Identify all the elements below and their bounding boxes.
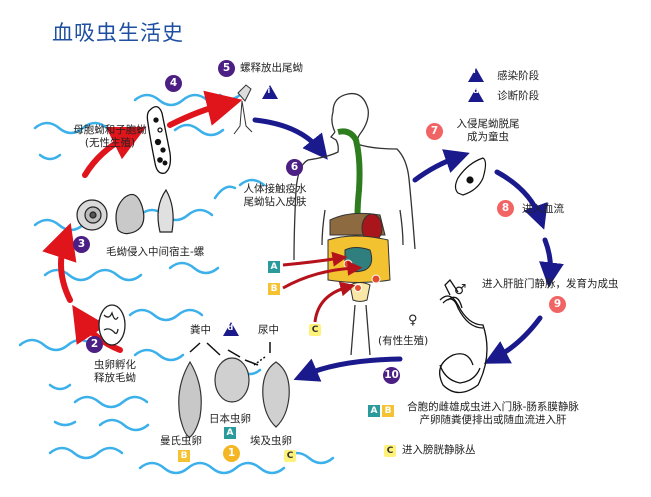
step-6-label-line-2: 尾蚴钻入皮肤 bbox=[243, 196, 307, 208]
hatching-egg-illustration bbox=[98, 304, 126, 346]
arrow-miracidium-to-snail bbox=[42, 222, 77, 303]
arrow-human-to-schistosomulum bbox=[412, 149, 470, 183]
mansoni-egg bbox=[178, 360, 202, 438]
japonicum-egg-label: 日本虫卵 bbox=[209, 413, 251, 425]
diagnostic-marker-symbol: d bbox=[227, 323, 234, 332]
digestive-system-illustration bbox=[327, 128, 391, 302]
japonicum-tag: A bbox=[224, 427, 236, 439]
step-2-badge: 2 bbox=[86, 336, 103, 353]
human-body-illustration bbox=[293, 92, 416, 356]
haematobium-egg-label: 埃及虫卵 bbox=[250, 435, 292, 447]
legend-diagnostic: d 诊断阶段 bbox=[468, 84, 539, 103]
step-2-label-line-2: 释放毛蚴 bbox=[94, 372, 136, 384]
haematobium-egg bbox=[262, 361, 290, 428]
arrow-cercaria-to-human bbox=[252, 117, 328, 160]
diagnostic-triangle-icon bbox=[223, 322, 239, 336]
body-outline-left bbox=[293, 131, 339, 261]
note-tag-B: B bbox=[382, 405, 394, 417]
step-10-label: (有性生殖) bbox=[378, 335, 429, 347]
note-c-text: 进入膀胱静脉丛 bbox=[402, 444, 476, 456]
diagnostic-stage-marker: d bbox=[223, 321, 239, 340]
male-symbol: ♂ bbox=[454, 282, 467, 298]
infective-marker-symbol: i bbox=[267, 86, 271, 95]
arrow-C bbox=[313, 281, 356, 323]
feces-label: 粪中 bbox=[190, 324, 211, 336]
snail-illustrations bbox=[76, 188, 174, 235]
step-7-badge: 7 bbox=[426, 123, 443, 140]
step-5-label: 螺释放出尾蚴 bbox=[240, 62, 303, 74]
schistosomulum-illustration bbox=[454, 157, 487, 196]
japonicum-egg bbox=[214, 357, 250, 403]
legend-infective: i 感染阶段 bbox=[468, 64, 539, 83]
infective-stage-marker: i bbox=[262, 84, 278, 103]
note-ab-text: 合胞的雌雄成虫进入门脉-肠系膜静脉 产卵随粪便排出或随血流进入肝 bbox=[398, 401, 588, 427]
diagnostic-stage-icon bbox=[468, 87, 484, 102]
arrow-adults-to-eggs bbox=[293, 356, 403, 382]
step-6-badge: 6 bbox=[286, 159, 303, 176]
step-3-label: 毛蚴侵入中间宿主-螺 bbox=[106, 246, 205, 258]
arrow-sporocyst-to-cercaria bbox=[167, 90, 243, 128]
step-7-label-line-1: 入侵尾蚴脱尾 bbox=[456, 118, 520, 130]
step-6-label-line-1: 人体接触疫水 bbox=[243, 183, 307, 195]
adult-worms-illustration bbox=[439, 278, 488, 394]
blue-cycle-arrows bbox=[252, 117, 564, 382]
step-4-badge: 4 bbox=[165, 75, 182, 92]
step-3-badge: 3 bbox=[73, 236, 90, 253]
egg-illustrations bbox=[178, 357, 290, 438]
haematobium-tag: C bbox=[284, 450, 296, 462]
organ-entry-arrows bbox=[282, 251, 363, 323]
female-symbol: ♀ bbox=[408, 313, 418, 328]
water-waves bbox=[18, 93, 335, 475]
cercaria-illustration bbox=[233, 84, 253, 135]
step-6-label: 人体接触疫水 尾蚴钻入皮肤 bbox=[225, 183, 325, 209]
step-9-label: 进入肝脏门静脉，发育为成虫 bbox=[482, 278, 619, 290]
body-tag-A: A bbox=[268, 261, 280, 273]
legend-diagnostic-label: 诊断阶段 bbox=[497, 90, 540, 102]
step-8-label: 进入血流 bbox=[522, 203, 564, 215]
step-7-label: 入侵尾蚴脱尾 成为童虫 bbox=[448, 118, 528, 144]
step-4-label: 母胞蚴和子胞蚴 (无性生殖) bbox=[55, 124, 165, 150]
infective-symbol: i bbox=[473, 66, 476, 75]
egg-source-lines bbox=[189, 342, 271, 366]
urine-label: 尿中 bbox=[258, 324, 279, 336]
step-8-badge: 8 bbox=[497, 200, 514, 217]
diagram-title: 血吸虫生活史 bbox=[52, 21, 184, 45]
legend-infective-label: 感染阶段 bbox=[497, 70, 540, 82]
mansoni-egg-label: 曼氏虫卵 bbox=[160, 435, 202, 447]
mansoni-tag: B bbox=[178, 450, 190, 462]
infective-stage-icon bbox=[468, 67, 484, 82]
step-7-label-line-2: 成为童虫 bbox=[467, 131, 509, 143]
body-tag-B: B bbox=[268, 283, 280, 295]
step-2-label-line-1: 虫卵孵化 bbox=[94, 359, 136, 371]
arrow-to-adults bbox=[483, 315, 543, 364]
step-4-label-line-1: 母胞蚴和子胞蚴 bbox=[73, 124, 147, 136]
arrow-to-bloodstream bbox=[494, 169, 548, 230]
arrow-to-liver bbox=[539, 237, 564, 288]
sporocyst-illustration bbox=[146, 106, 172, 174]
arrow-B bbox=[282, 260, 363, 290]
infective-triangle-icon bbox=[262, 85, 278, 99]
step-1-badge: 1 bbox=[223, 445, 240, 462]
step-4-label-line-2: (无性生殖) bbox=[84, 137, 136, 149]
note-ab-line-1: 合胞的雌雄成虫进入门脉-肠系膜静脉 bbox=[407, 401, 579, 413]
body-outline-right bbox=[331, 92, 416, 250]
step-9-badge: 9 bbox=[549, 296, 566, 313]
step-5-badge: 5 bbox=[218, 60, 235, 77]
diagnostic-symbol: d bbox=[473, 86, 479, 95]
step-10-badge: 10 bbox=[383, 367, 400, 384]
note-tag-C: C bbox=[384, 445, 396, 457]
step-2-label: 虫卵孵化 释放毛蚴 bbox=[80, 359, 150, 385]
arrow-snail-to-sporocyst bbox=[82, 126, 147, 178]
note-ab-line-2: 产卵随粪便排出或随血流进入肝 bbox=[419, 414, 567, 426]
note-tag-A: A bbox=[368, 405, 380, 417]
arrow-A bbox=[282, 251, 348, 267]
body-tag-C: C bbox=[309, 324, 321, 336]
